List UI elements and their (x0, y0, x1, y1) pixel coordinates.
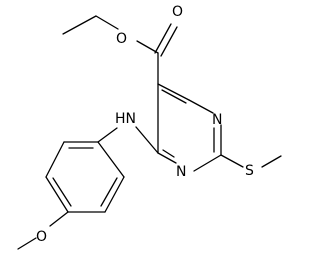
bond-carbonyl-double-a (154, 23, 172, 54)
bond-n3-c4-inner (162, 149, 175, 158)
ester-oxygen-label: O (116, 31, 127, 47)
bond-ethyl-ch2-o (95, 15, 119, 30)
bond-ethyl-ch3 (62, 15, 97, 35)
bond-aryl-o (49, 211, 69, 227)
molecule-drawing: O O HN N N S O (17, 4, 282, 250)
bond-c5-c6 (157, 83, 190, 101)
bond-o-ch3 (17, 237, 37, 250)
sulfur-label: S (245, 163, 254, 179)
bond-aryl-4 (45, 176, 69, 213)
bond-aryl-2-inner (100, 177, 118, 207)
bond-c6-n1 (188, 99, 214, 114)
bond-c5-c6-inner (161, 89, 187, 104)
bond-o-carbonyl-c (136, 40, 159, 54)
structure-canvas: O O HN N N S O (17, 4, 282, 250)
ring-n1-label: N (212, 112, 222, 128)
bond-nh-aryl (97, 127, 118, 143)
bond-aryl-4-inner (52, 177, 72, 207)
carbonyl-oxygen-label: O (172, 4, 183, 20)
bond-c2-s (220, 154, 244, 168)
bond-aryl-1 (97, 141, 125, 178)
bond-aryl-5 (45, 141, 65, 178)
bond-c4-nh (135, 126, 159, 154)
bond-n3-c4 (157, 152, 177, 164)
amine-nh-label: HN (115, 111, 136, 127)
bond-c2-n3 (193, 154, 222, 172)
bond-carbonyl-double-b (160, 26, 178, 57)
methoxy-oxygen-label: O (36, 229, 47, 245)
ring-n3-label: N (176, 164, 186, 180)
bond-s-ch3 (261, 155, 282, 168)
bond-aryl-2 (104, 176, 125, 213)
